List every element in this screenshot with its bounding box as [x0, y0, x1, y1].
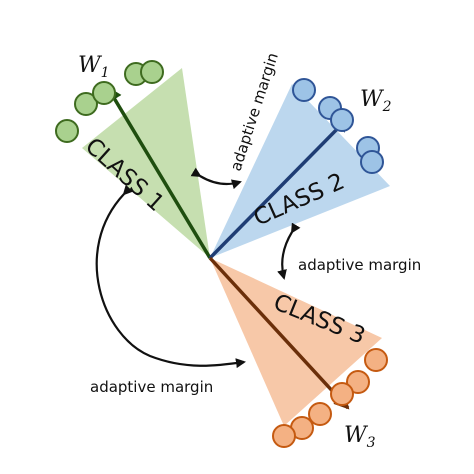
class-1-samples: [55, 60, 164, 143]
class-3-samples: [272, 348, 388, 448]
class-2-sample: [360, 150, 384, 174]
class-1-sample: [140, 60, 164, 84]
class-1-sample: [92, 81, 116, 105]
margin-arrow-1-2: [190, 167, 242, 190]
margin-arrow-2-3: [277, 222, 301, 280]
class-3-sample: [308, 402, 332, 426]
weight-3-label: W3: [344, 423, 376, 451]
class-2-sample: [330, 108, 354, 132]
class-3-sample: [346, 370, 370, 394]
class-3-sample: [364, 348, 388, 372]
class-3-sample: [272, 424, 296, 448]
class-3-sector: [210, 258, 382, 426]
adaptive-margin-label-2-3: adaptive margin: [298, 256, 421, 274]
margin-arrow-1-3: [95, 184, 246, 369]
class-1-sample: [55, 119, 79, 143]
class-1-sample: [74, 92, 98, 116]
weight-2-label: W2: [360, 87, 392, 115]
class-2-sample: [292, 78, 316, 102]
class-3-sample: [330, 382, 354, 406]
adaptive-margin-label-1-3: adaptive margin: [90, 378, 213, 396]
weight-1-label: W1: [78, 53, 110, 81]
class-2-samples: [292, 78, 384, 174]
